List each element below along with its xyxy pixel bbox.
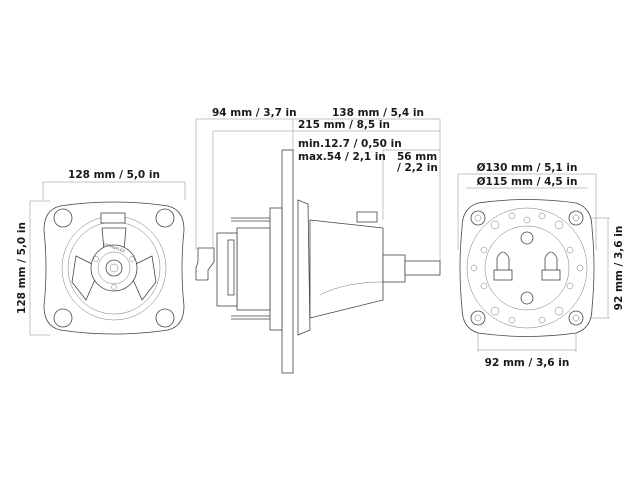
mounting-hole (155, 208, 175, 228)
screw-icon (129, 256, 135, 262)
front-view: 128 mm / 5,0 in 128 mm / 5,0 in ULTRAFLE… (16, 169, 186, 336)
outer-ring (466, 207, 588, 329)
panel-min-label: min.12.7 / 0,50 in (298, 138, 402, 150)
vertical-hole-spacing-label: 92 mm / 3,6 in (613, 226, 625, 311)
shaft (382, 254, 406, 283)
mounting-holes (470, 210, 584, 326)
rear-flange (269, 207, 283, 331)
front-length-label: 138 mm / 5,4 in (332, 107, 424, 119)
fitting-nut-right (541, 269, 561, 281)
screw-icon (111, 284, 117, 290)
inner-diameter-label: Ø115 mm / 4,5 in (477, 176, 578, 188)
hydraulic-fitting-left (496, 251, 510, 270)
shaft-center (109, 263, 119, 273)
rear-housing (236, 227, 271, 311)
hydraulic-fitting (195, 247, 215, 281)
panel-max-label: max.54 / 2,1 in (298, 151, 386, 163)
port-top (520, 231, 534, 245)
mounting-hole (53, 308, 73, 328)
body-contour (319, 281, 384, 296)
total-length-label: 215 mm / 8,5 in (298, 119, 390, 131)
hydraulic-fitting-right (544, 251, 558, 270)
rear-cap-detail (227, 239, 235, 296)
front-height-label: 128 mm / 5,0 in (16, 222, 28, 314)
rear-view: Ø130 mm / 5,1 in Ø115 mm / 4,5 in 92 mm … (457, 162, 625, 369)
shaft-tip (404, 260, 441, 276)
hub-ring (97, 251, 131, 285)
bleed-cap (356, 211, 378, 223)
helm-body (309, 219, 384, 319)
front-width-label: 128 mm / 5,0 in (68, 169, 160, 181)
inner-ring (484, 225, 570, 311)
port-bottom (520, 291, 534, 305)
side-view: 94 mm / 3,7 in 138 mm / 5,4 in 215 mm / … (195, 107, 441, 374)
shaft-length-label: 56 mm (397, 151, 437, 163)
mounting-hole (155, 308, 175, 328)
bleed-cap (100, 212, 126, 224)
shaft-length-label-inches: / 2,2 in (397, 162, 438, 174)
shaft-end (105, 259, 123, 277)
horizontal-hole-spacing-label: 92 mm / 3,6 in (485, 357, 570, 369)
screw-icon (93, 256, 99, 262)
bolt-circle-holes (470, 212, 584, 324)
outer-diameter-label: Ø130 mm / 5,1 in (477, 162, 578, 174)
front-bezel (297, 199, 311, 336)
mounting-flange (459, 199, 595, 337)
rear-length-label: 94 mm / 3,7 in (212, 107, 297, 119)
mounting-hole (53, 208, 73, 228)
fitting-nut-left (493, 269, 513, 281)
dashboard-panel (281, 149, 294, 374)
